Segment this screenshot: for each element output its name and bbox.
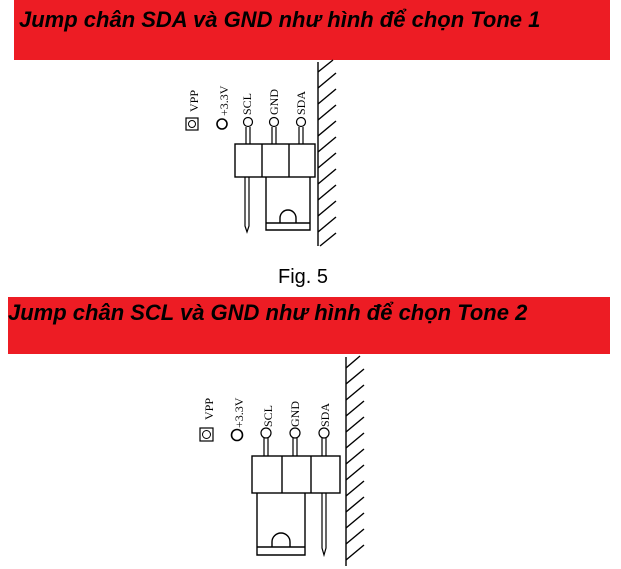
- scl-long-pin: [244, 177, 250, 234]
- gnd-pin-head: [268, 116, 280, 128]
- tone1-instruction-text: Jump chân SDA và GND như hình để chọn To…: [19, 7, 541, 32]
- sda-pin-head: [295, 116, 307, 128]
- pin-label-3v3: +3.3V: [217, 85, 231, 116]
- tone1-instruction-banner: Jump chân SDA và GND như hình để chọn To…: [14, 0, 610, 60]
- pin-label-sda: SDA: [294, 91, 308, 115]
- figure-caption: Fig. 5: [278, 266, 329, 288]
- pin-label-gnd: GND: [267, 89, 281, 115]
- tone2-instruction-banner: Jump chân SCL và GND như hình để chọn To…: [8, 297, 610, 354]
- pin-header-block: [234, 143, 316, 178]
- v33-round-pad: [216, 118, 228, 130]
- pin-label-scl: SCL: [240, 93, 254, 115]
- scl-pin-head: [242, 116, 254, 128]
- vpp-square-pad: [185, 117, 199, 131]
- wall-hatch: [317, 59, 337, 247]
- jumper-cap: [265, 177, 311, 231]
- pin-label-vpp: VPP: [187, 90, 201, 112]
- tone2-instruction-text: Jump chân SCL và GND như hình để chọn To…: [8, 300, 528, 325]
